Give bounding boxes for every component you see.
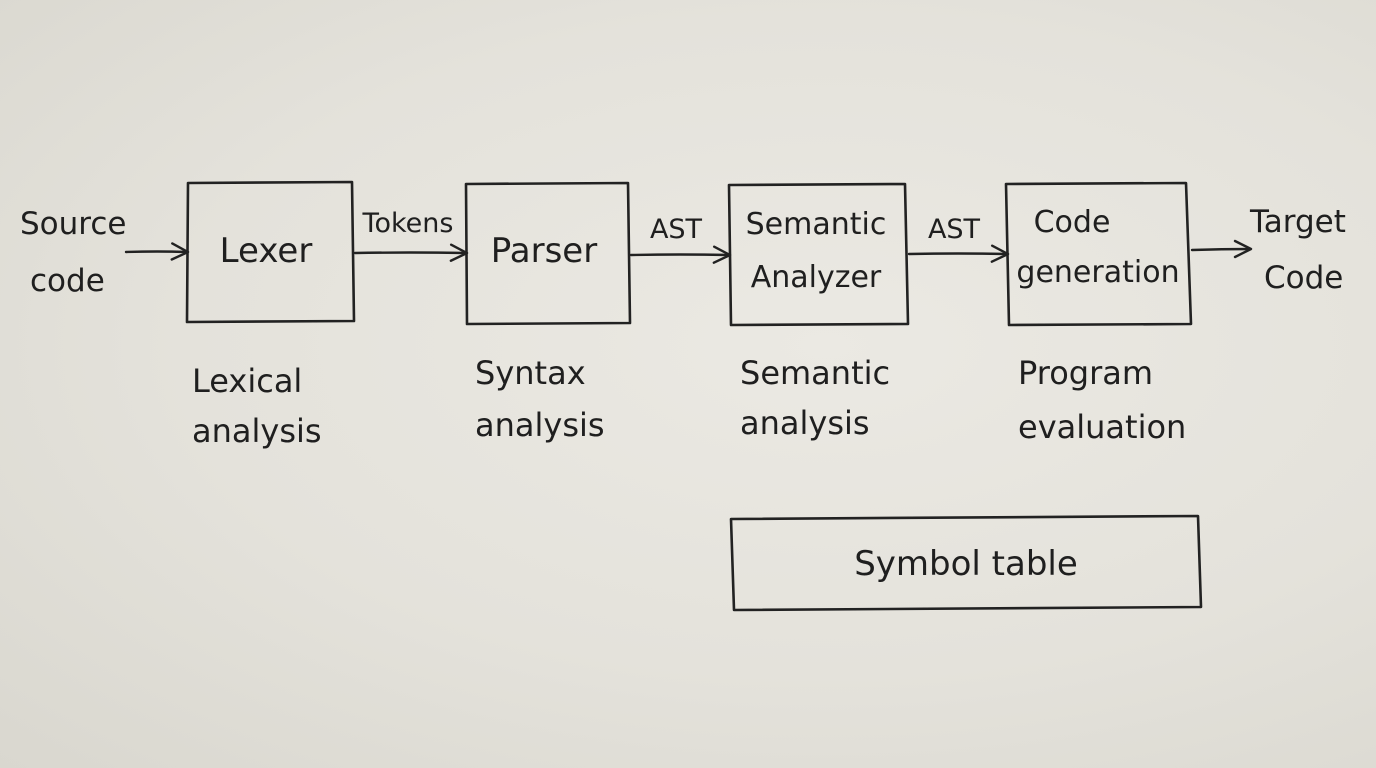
lexer-box bbox=[185, 180, 356, 324]
phase-label-lexical: Lexical analysis bbox=[192, 362, 322, 450]
parser-node: Parser bbox=[464, 181, 632, 326]
arrow-parser-to-semantic bbox=[629, 245, 732, 264]
arrow-codegen-to-target bbox=[1190, 239, 1253, 259]
semantic-analyzer-label-line1: Semantic bbox=[746, 207, 887, 242]
target-code-line2: Code bbox=[1264, 260, 1343, 296]
semantic-analyzer-node: Semantic Analyzer bbox=[727, 182, 910, 327]
symbol-table-label: Symbol table bbox=[854, 544, 1078, 584]
phase-label-syntax: Syntax analysis bbox=[475, 354, 605, 444]
parser-label: Parser bbox=[491, 231, 597, 271]
edge-label-tokens: Tokens bbox=[362, 208, 454, 239]
source-code-line1: Source bbox=[20, 206, 126, 242]
target-code-label: Target Code bbox=[1249, 204, 1346, 296]
phase-program-line2: evaluation bbox=[1018, 408, 1186, 446]
parser-box bbox=[464, 181, 632, 326]
phase-label-semantic: Semantic analysis bbox=[740, 354, 890, 442]
phase-lexical-line2: analysis bbox=[192, 412, 322, 450]
phase-lexical-line1: Lexical bbox=[192, 362, 302, 400]
arrow-source-to-lexer bbox=[124, 242, 190, 261]
code-generation-node: Code generation bbox=[1004, 181, 1193, 327]
lexer-node: Lexer bbox=[185, 180, 356, 324]
semantic-analyzer-label-line2: Analyzer bbox=[751, 260, 882, 295]
lexer-label: Lexer bbox=[220, 231, 313, 271]
edge-label-ast-1: AST bbox=[650, 214, 703, 245]
code-generation-label-line1: Code bbox=[1034, 205, 1111, 240]
target-code-line1: Target bbox=[1249, 204, 1346, 240]
code-generation-box bbox=[1004, 181, 1193, 327]
phase-label-program: Program evaluation bbox=[1018, 354, 1186, 446]
phase-syntax-line2: analysis bbox=[475, 406, 605, 444]
arrow-semantic-to-codegen bbox=[907, 244, 1010, 263]
code-generation-label-line2: generation bbox=[1016, 255, 1179, 290]
source-code-label: Source code bbox=[20, 206, 126, 299]
source-code-line2: code bbox=[30, 263, 105, 299]
phase-syntax-line1: Syntax bbox=[475, 354, 586, 392]
symbol-table-box bbox=[729, 514, 1203, 612]
semantic-analyzer-box bbox=[727, 182, 910, 327]
phase-program-line1: Program bbox=[1018, 354, 1153, 392]
arrow-lexer-to-parser bbox=[353, 243, 469, 262]
phase-semantic-line1: Semantic bbox=[740, 354, 890, 392]
symbol-table-node: Symbol table bbox=[729, 514, 1203, 612]
phase-semantic-line2: analysis bbox=[740, 404, 870, 442]
edge-label-ast-2: AST bbox=[928, 214, 981, 245]
